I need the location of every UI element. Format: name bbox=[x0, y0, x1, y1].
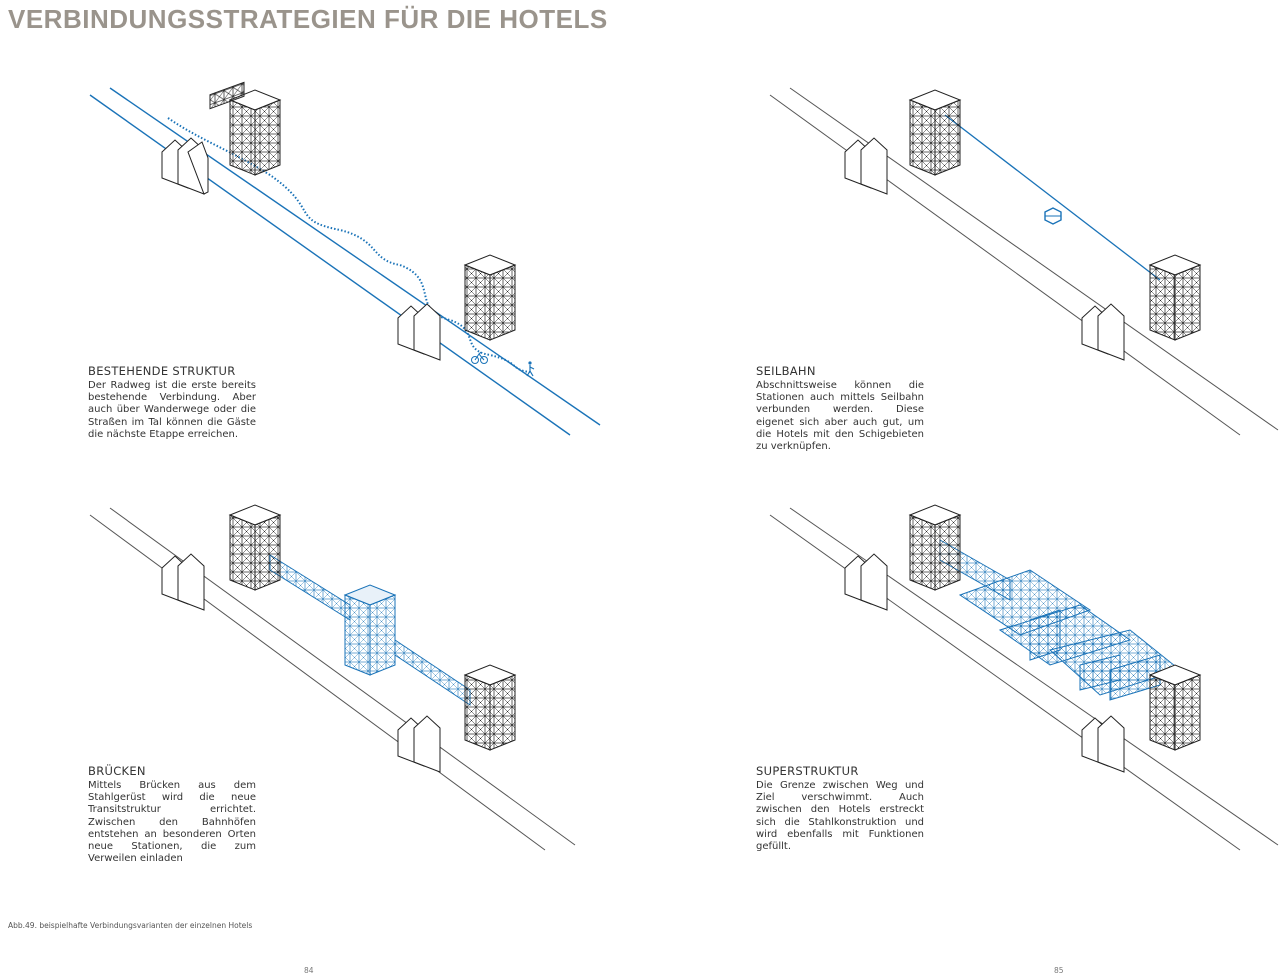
hotel-tower bbox=[228, 504, 282, 591]
houses bbox=[397, 303, 441, 361]
page-title: VERBINDUNGSSTRATEGIEN FÜR DIE HOTELS bbox=[8, 4, 608, 34]
panel-text: Mittels Brücken aus dem Stahlgerüst wird… bbox=[88, 780, 256, 865]
hiker-icon bbox=[526, 361, 535, 377]
panel-heading: SUPERSTRUKTUR bbox=[756, 764, 859, 778]
page-number-left: 84 bbox=[304, 966, 314, 975]
hotel-tower bbox=[463, 254, 517, 341]
panel-heading: BRÜCKEN bbox=[88, 764, 146, 778]
panel-text: Der Radweg ist die erste bereits bestehe… bbox=[88, 380, 256, 440]
hotel-tower bbox=[1148, 254, 1202, 341]
houses bbox=[1081, 303, 1125, 361]
houses bbox=[161, 137, 209, 195]
hotel-tower bbox=[908, 504, 962, 591]
houses bbox=[161, 553, 205, 611]
station-block bbox=[343, 584, 397, 676]
houses bbox=[1081, 715, 1125, 773]
hotel-tower bbox=[228, 89, 282, 176]
diagram-cable-car bbox=[769, 87, 1279, 436]
houses bbox=[844, 553, 888, 611]
panel-text: Abschnittsweise können die Stationen auc… bbox=[756, 380, 924, 453]
diagram-superstructure bbox=[769, 504, 1279, 851]
panel-heading: BESTEHENDE STRUKTUR bbox=[88, 364, 236, 378]
gondola-icon bbox=[1044, 207, 1062, 225]
hotel-tower bbox=[908, 89, 962, 176]
diagram-existing-structure bbox=[89, 81, 601, 436]
cyclist-icon bbox=[471, 351, 488, 364]
figure-caption: Abb.49. beispielhafte Verbindungsvariant… bbox=[8, 921, 253, 930]
page-number-right: 85 bbox=[1054, 966, 1064, 975]
panel-text: Die Grenze zwischen Weg und Ziel verschw… bbox=[756, 780, 924, 853]
panel-heading: SEILBAHN bbox=[756, 364, 816, 378]
houses bbox=[397, 715, 441, 773]
hotel-tower bbox=[1148, 664, 1202, 751]
superstructure-lattice bbox=[939, 539, 1182, 701]
diagram-bridges bbox=[89, 504, 576, 851]
hotel-tower bbox=[463, 664, 517, 751]
houses bbox=[844, 137, 888, 195]
